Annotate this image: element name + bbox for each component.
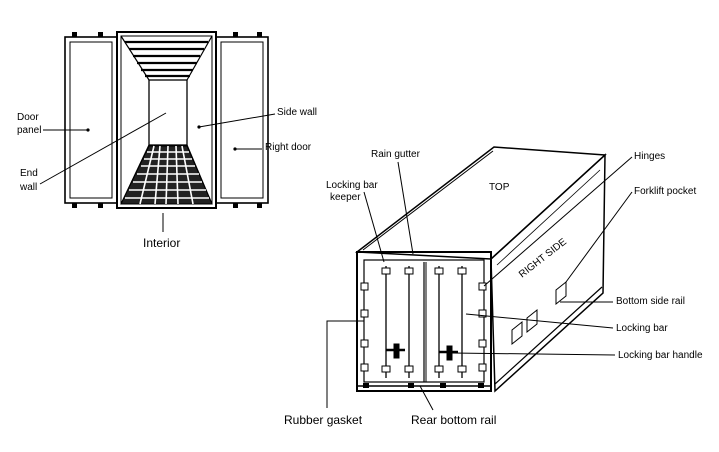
side-wall-leader bbox=[198, 113, 276, 128]
forklift-pocket-label: Forklift pocket bbox=[634, 186, 696, 197]
top-face bbox=[354, 146, 607, 260]
floor-boards bbox=[120, 145, 213, 205]
hinges bbox=[360, 282, 487, 372]
locking-bar-keeper-label-line2: keeper bbox=[330, 192, 361, 203]
locking-bar-keepers bbox=[381, 267, 467, 373]
interior-label: Interior bbox=[143, 236, 180, 250]
locking-bar-keeper-label-line1: Locking bar bbox=[326, 180, 378, 191]
rubber-gasket-leader bbox=[326, 320, 364, 408]
rubber-gasket-label: Rubber gasket bbox=[284, 413, 363, 427]
rain-gutter-label: Rain gutter bbox=[371, 149, 421, 160]
left-door-panel bbox=[64, 32, 118, 208]
door-panel-label-line1: Door bbox=[17, 112, 39, 123]
end-wall-label-line2: wall bbox=[19, 182, 37, 193]
top-face-label: TOP bbox=[489, 182, 510, 193]
end-wall-leader bbox=[39, 112, 167, 185]
rear-bottom-rail-label: Rear bottom rail bbox=[411, 413, 496, 427]
plan-view: Door panel End wall Side wall Right door… bbox=[17, 31, 317, 250]
right-door-label: Right door bbox=[265, 142, 312, 153]
locking-bars bbox=[385, 266, 463, 378]
locking-bar-handle-label: Locking bar handle bbox=[618, 350, 703, 361]
locking-bar-handles bbox=[386, 343, 458, 361]
locking-bar-handle-leader bbox=[451, 352, 616, 356]
hinges-leader bbox=[483, 156, 633, 287]
bottom-side-rail bbox=[494, 286, 603, 385]
rear-bottom-rail-leader bbox=[419, 385, 434, 411]
door-panel-label-line2: panel bbox=[17, 125, 41, 136]
container-perspective: TOP RIGHT SIDE Rain gutter Locking bar k… bbox=[284, 146, 703, 427]
ceiling-slats bbox=[125, 40, 208, 78]
right-side-face-label: RIGHT SIDE bbox=[517, 236, 569, 280]
locking-bar-label: Locking bar bbox=[616, 323, 668, 334]
container-plan-box bbox=[116, 31, 217, 209]
locking-bar-leader bbox=[465, 313, 614, 329]
right-side-face bbox=[490, 153, 606, 393]
bottom-side-rail-label: Bottom side rail bbox=[616, 296, 685, 307]
side-wall-label: Side wall bbox=[277, 107, 317, 118]
end-wall-label-line1: End bbox=[20, 168, 38, 179]
locking-bar-keeper-leader bbox=[363, 191, 385, 263]
rain-gutter-leader bbox=[397, 161, 414, 255]
hinges-label: Hinges bbox=[634, 151, 665, 162]
forklift-pocket bbox=[511, 320, 523, 346]
forklift-pocket-leader bbox=[565, 191, 633, 283]
